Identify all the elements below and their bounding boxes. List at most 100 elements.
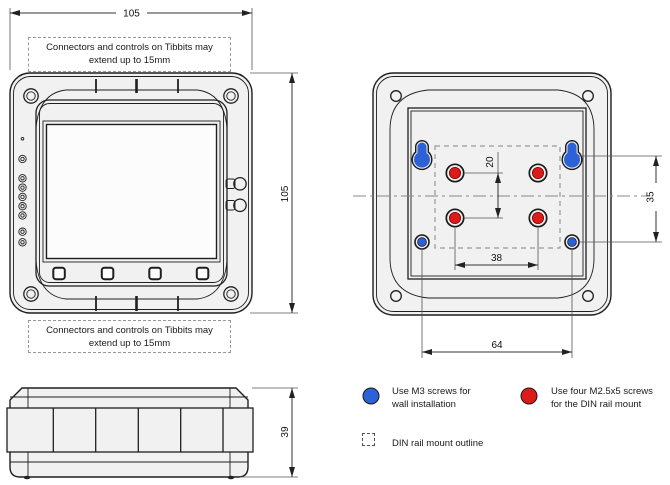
screw-hole-icon bbox=[23, 88, 39, 104]
dim-label: 38 bbox=[491, 253, 503, 264]
side-button-stem bbox=[225, 200, 236, 211]
screw-hole-icon bbox=[226, 91, 236, 101]
wall-mount-swatch bbox=[362, 387, 380, 405]
dim-din-horizontal: 38 bbox=[454, 228, 539, 270]
dimensions: 105 105 39 20 bbox=[9, 8, 662, 478]
screw-hole-icon bbox=[223, 286, 239, 302]
din-rail-outline bbox=[434, 145, 561, 249]
din-mount-hole-icon bbox=[448, 211, 461, 224]
front-gusset-bottom-right bbox=[196, 260, 228, 300]
screw-hole-icon bbox=[26, 289, 36, 299]
front-gusset-bottom-left bbox=[35, 260, 67, 300]
tibbit-socket-dividers bbox=[52, 408, 224, 452]
screw-hole-icon bbox=[582, 90, 594, 102]
back-gusset-bottom-left bbox=[389, 257, 429, 299]
front-led-column bbox=[18, 136, 27, 247]
dim-din-vertical: 20 bbox=[464, 152, 503, 219]
led-icon bbox=[18, 202, 27, 211]
key-button-icon bbox=[195, 266, 210, 281]
back-mount-panel-inner-line bbox=[410, 110, 584, 277]
legend-line: wall installation bbox=[392, 398, 456, 410]
led-icon bbox=[18, 238, 27, 247]
led-icon bbox=[20, 204, 25, 209]
dim-label: 105 bbox=[280, 185, 291, 202]
screw-hole-icon bbox=[23, 286, 39, 302]
tibbit-socket-band bbox=[6, 407, 254, 453]
blue-circle-icon bbox=[362, 387, 380, 405]
led-icon bbox=[20, 194, 25, 200]
dim-label: 20 bbox=[485, 156, 496, 168]
led-icon bbox=[18, 227, 27, 236]
led-icon bbox=[20, 229, 25, 234]
legend-line: for the DIN rail mount bbox=[551, 398, 642, 410]
din-mount-hole-icon bbox=[448, 166, 461, 179]
screen-frame bbox=[42, 120, 221, 263]
front-corner-screws bbox=[23, 88, 239, 302]
back-corner-holes bbox=[390, 90, 594, 302]
dim-wall-vertical: 35 bbox=[578, 155, 662, 243]
screen bbox=[45, 123, 218, 260]
back-body-inner-line bbox=[376, 76, 608, 312]
front-bottom-ticks bbox=[95, 296, 179, 311]
note-top-box: Connectors and controls on Tibbits may e… bbox=[28, 37, 231, 72]
wall-mount-keyholes bbox=[411, 140, 583, 171]
led-icon bbox=[20, 240, 25, 245]
led-icon bbox=[18, 211, 27, 220]
wall-mount-bottom-holes bbox=[414, 234, 580, 250]
dim-front-width: 105 bbox=[9, 8, 253, 70]
back-gusset-top-right bbox=[557, 89, 595, 131]
front-key-buttons bbox=[52, 266, 210, 281]
led-icon bbox=[18, 183, 27, 192]
dim-front-height: 105 bbox=[250, 72, 298, 314]
side-button-stem bbox=[225, 178, 236, 189]
dim-wall-horizontal: 64 bbox=[421, 250, 573, 358]
dim-label: 35 bbox=[646, 191, 657, 203]
key-button-icon bbox=[148, 266, 162, 281]
screw-hole-icon bbox=[582, 290, 594, 302]
side-button-icon bbox=[233, 198, 247, 213]
extension-lines bbox=[578, 155, 662, 243]
foot-icon bbox=[23, 475, 31, 480]
screw-hole-icon bbox=[223, 88, 239, 104]
note-line: Connectors and controls on Tibbits may bbox=[46, 42, 213, 53]
key-button-icon bbox=[52, 266, 66, 281]
note-line: extend up to 15mm bbox=[88, 337, 171, 349]
legend-line: DIN rail mount outline bbox=[392, 438, 484, 449]
led-icon bbox=[20, 213, 25, 218]
dim-depth: 39 bbox=[240, 387, 298, 478]
legend-line: Use four M2.5x5 screws bbox=[551, 386, 653, 397]
din-outline-legend-label: DIN rail mount outline bbox=[392, 438, 483, 451]
reset-pinhole-icon bbox=[20, 136, 25, 141]
legend-line: Use M3 screws for bbox=[392, 386, 471, 397]
front-side-buttons bbox=[225, 176, 247, 213]
side-button-icon bbox=[233, 176, 247, 191]
wall-mount-keyhole-icon bbox=[413, 142, 430, 168]
screw-hole-icon bbox=[390, 90, 402, 102]
front-view bbox=[9, 72, 253, 314]
led-icon bbox=[20, 185, 25, 190]
back-gusset-bottom-right bbox=[557, 257, 595, 299]
key-button-icon bbox=[100, 266, 115, 281]
red-circle-icon bbox=[520, 387, 538, 405]
foot-icon bbox=[227, 475, 235, 480]
led-icon bbox=[18, 154, 27, 164]
led-icon bbox=[18, 174, 27, 183]
note-line: Connectors and controls on Tibbits may bbox=[46, 325, 213, 336]
note-bottom-box: Connectors and controls on Tibbits may e… bbox=[28, 320, 231, 353]
extension-lines bbox=[9, 8, 253, 70]
din-mount-legend-label: Use four M2.5x5 screws for the DIN rail … bbox=[551, 386, 653, 411]
dim-label: 105 bbox=[123, 9, 140, 20]
front-bezel-inner-line bbox=[39, 103, 224, 283]
din-mount-hole-icon bbox=[532, 166, 545, 179]
din-mount-holes bbox=[445, 163, 548, 228]
front-bezel bbox=[35, 99, 228, 287]
led-icon bbox=[20, 176, 25, 181]
wall-mount-keyhole-icon bbox=[564, 142, 580, 168]
dim-label: 64 bbox=[491, 340, 503, 351]
dim-label: 39 bbox=[280, 426, 291, 438]
extension-lines bbox=[421, 250, 573, 358]
din-outline-swatch-icon bbox=[362, 433, 375, 446]
screw-hole-icon bbox=[226, 289, 236, 299]
wall-mount-hole-icon bbox=[567, 237, 577, 247]
